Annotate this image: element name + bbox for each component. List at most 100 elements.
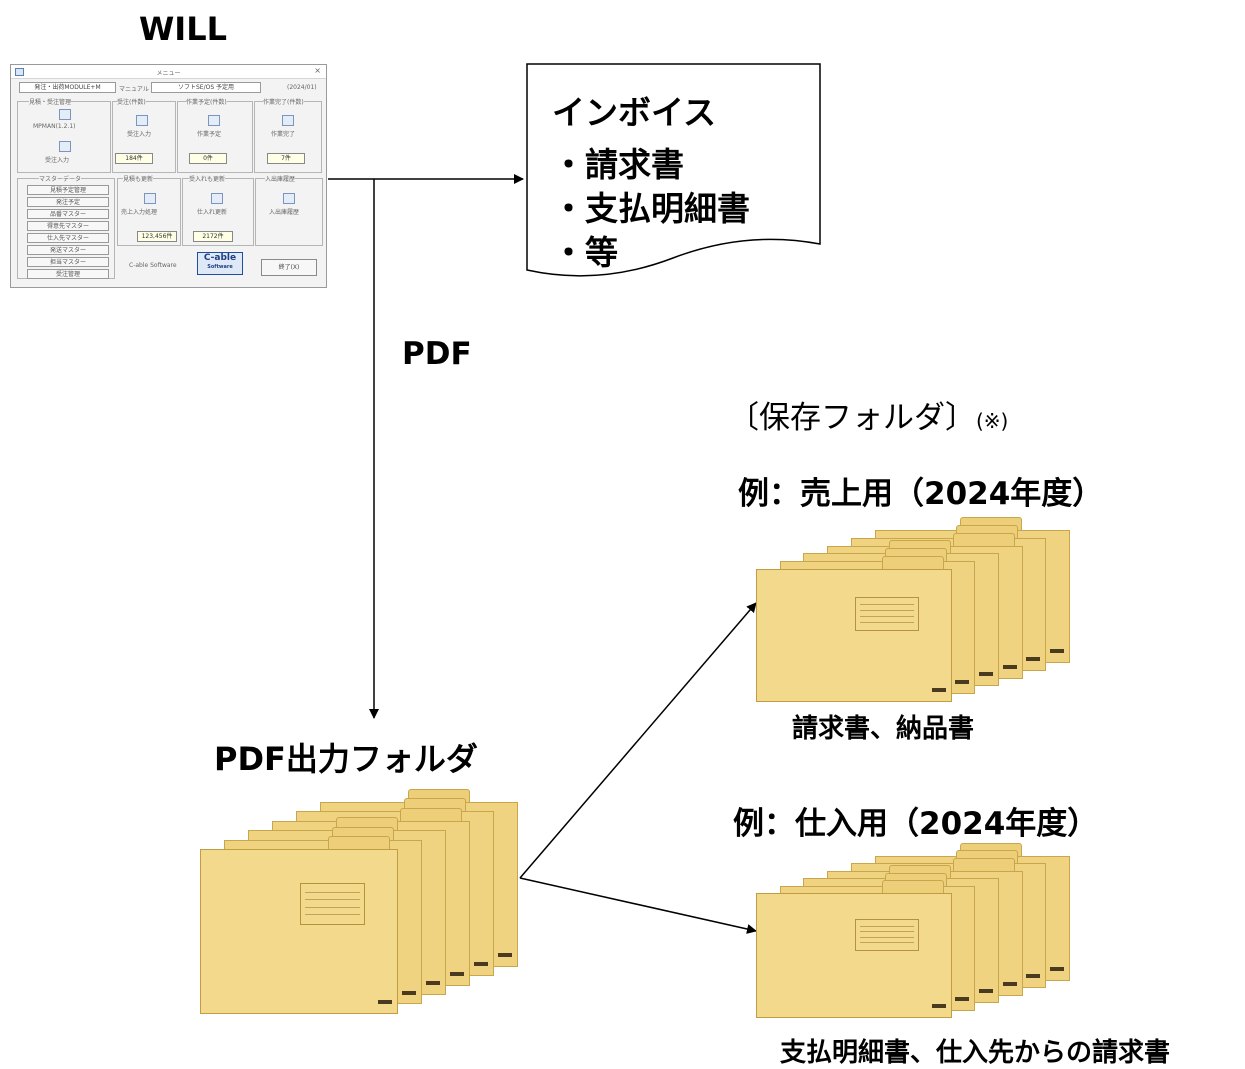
invoice-item-3: ・等 (552, 233, 618, 272)
invoice-title: インボイス (552, 93, 717, 132)
folder-logo (955, 680, 970, 685)
label-line (859, 936, 915, 938)
module-icon[interactable] (59, 109, 71, 120)
folder-logo (402, 990, 416, 995)
folder-label-area (854, 596, 920, 631)
label-line (305, 899, 361, 901)
label-line (859, 615, 915, 617)
label-line (305, 913, 361, 915)
folder-tab (400, 807, 462, 823)
folder-tab (881, 879, 944, 895)
save-folder-title: 〔保存フォルダ〕 (728, 400, 976, 436)
btn-shipping-master[interactable]: 発送マスター (27, 245, 109, 255)
folder-logo (450, 971, 464, 976)
btn-purchase-plan[interactable]: 発注予定 (27, 197, 109, 207)
sales-update-icon[interactable] (144, 193, 156, 204)
save-folder-heading: 〔保存フォルダ〕(※) (728, 392, 1008, 437)
group-label-history: 入出庫履歴 (265, 174, 296, 183)
history-label[interactable]: 入出庫履歴 (269, 209, 300, 216)
logo-sub-text: Software (207, 264, 233, 270)
group-label-done: 作業完了(件数) (263, 97, 304, 106)
folder-logo (955, 996, 970, 1001)
purchase-count: 2172件 (193, 231, 233, 242)
folder-label-area (300, 883, 366, 925)
folder-logo (1050, 967, 1064, 972)
folder-label-area (854, 918, 920, 951)
folder-logo (426, 981, 440, 986)
group-label-sales-update: 見積も更新 (123, 174, 154, 183)
order-entry-label[interactable]: 受注入力 (45, 157, 70, 164)
btn-staff-master[interactable]: 担当マスター (27, 257, 109, 267)
btn-order-manage[interactable]: 受注管理 (27, 269, 109, 279)
label-line (859, 621, 915, 623)
arrow-to-purchase-folder (519, 877, 757, 934)
close-icon[interactable]: × (314, 66, 321, 75)
order-entry-icon[interactable] (59, 141, 71, 152)
done-label[interactable]: 作業完了 (271, 131, 296, 138)
folder-logo (931, 688, 946, 692)
pdf-output-folder-stack (200, 788, 520, 1014)
label-line (859, 942, 915, 944)
label-line (859, 603, 915, 605)
logo-main-text: C-able (203, 253, 237, 263)
done-count: 7件 (267, 153, 305, 164)
sales-folder-stack (756, 516, 1072, 702)
orders-icon[interactable] (136, 115, 148, 126)
folder-logo (474, 962, 488, 967)
label-line (859, 925, 915, 927)
folder-logo (378, 1000, 392, 1004)
sales-update-label[interactable]: 売上入力処理 (121, 209, 158, 216)
window-title: メニュー (156, 70, 181, 77)
done-icon[interactable] (282, 115, 294, 126)
folder-logo (1026, 656, 1041, 661)
folder-tab (328, 836, 390, 852)
folder-tab (952, 857, 1015, 873)
purchase-update-icon[interactable] (211, 193, 223, 204)
c-able-logo: C-able Software (197, 252, 243, 275)
invoice-item-1: ・請求書 (552, 145, 684, 184)
invoice-document-shape (526, 63, 821, 277)
sales-folder-title: 例：売上用（2024年度） (738, 476, 1104, 512)
folder-logo (978, 989, 993, 994)
group-label-master: マスターデータ (39, 174, 82, 183)
app-icon (15, 68, 24, 76)
purchase-folder-stack (756, 842, 1072, 1018)
plan-label[interactable]: 作業予定 (197, 131, 222, 138)
window-titlebar: メニュー × (11, 65, 326, 79)
folder-front (200, 849, 398, 1014)
purchase-folder-caption: 支払明細書、仕入先からの請求書 (780, 1038, 1171, 1068)
pdf-arrow-label: PDF (402, 336, 472, 372)
sales-count: 123,456件 (137, 231, 177, 242)
history-icon[interactable] (283, 193, 295, 204)
plan-icon[interactable] (208, 115, 220, 126)
tab-manual[interactable]: マニュアル (119, 86, 149, 93)
btn-supplier-master[interactable]: 仕入先マスター (27, 233, 109, 243)
btn-customer-master[interactable]: 得意先マスター (27, 221, 109, 231)
sales-folder-caption: 請求書、納品書 (792, 714, 975, 744)
folder-tab (952, 532, 1015, 548)
orders-label[interactable]: 受注入力 (127, 131, 152, 138)
btn-estimate-plan[interactable]: 見積予定管理 (27, 185, 109, 195)
folder-front (756, 569, 952, 702)
group-label-plan: 作業予定(件数) (186, 97, 227, 106)
tab-date: (2024/01) (287, 84, 317, 91)
folder-logo (1002, 664, 1017, 669)
folder-logo (498, 952, 512, 957)
tab-main[interactable]: 発注・出荷MODULE+M (19, 82, 116, 93)
folder-front (756, 892, 952, 1018)
group-label-estimate: 見積・受注管理 (29, 97, 72, 106)
exit-button[interactable]: 終了(X) (261, 259, 317, 276)
purchase-folder-title: 例：仕入用（2024年度） (733, 806, 1099, 842)
pdf-output-folder-label: PDF出力フォルダ (214, 740, 478, 778)
group-label-orders: 受注(件数) (117, 97, 146, 106)
label-line (859, 609, 915, 611)
purchase-update-label[interactable]: 仕入れ更新 (197, 209, 228, 216)
label-line (305, 906, 361, 908)
save-folder-note: (※) (976, 409, 1009, 433)
folder-logo (1002, 981, 1017, 986)
btn-item-master[interactable]: 品番マスター (27, 209, 109, 219)
tab-schedule[interactable]: ソフトSE/OS 予定用 (151, 82, 261, 93)
module-label[interactable]: MPMAN(1.2.1) (33, 123, 76, 130)
will-menu-window: メニュー × 発注・出荷MODULE+M マニュアル ソフトSE/OS 予定用 … (10, 64, 327, 288)
